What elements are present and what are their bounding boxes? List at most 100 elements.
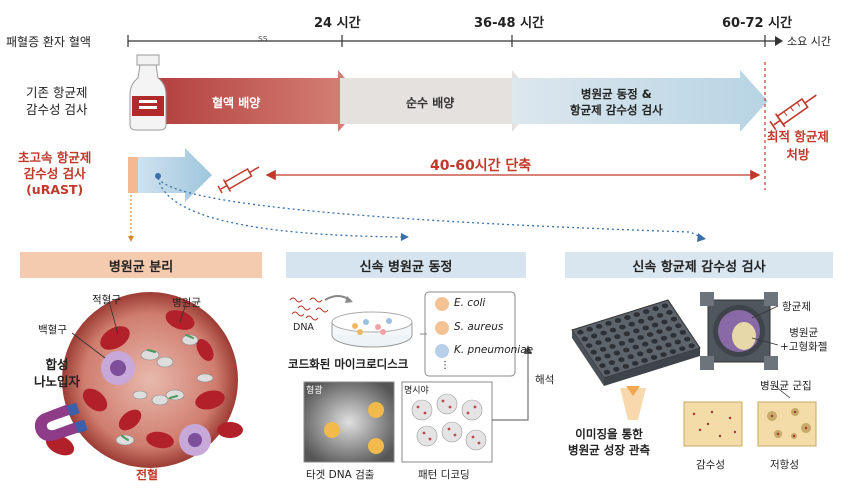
well [599, 363, 606, 368]
well [594, 356, 602, 362]
result-line2: 처방 [786, 147, 810, 162]
result-line1: 최적 항균제 [767, 129, 829, 144]
well [641, 358, 648, 363]
conventional-label-line1: 기존 항균제 [26, 85, 88, 100]
optimal-antibiotic-label: 최적 항균제 처방 [767, 128, 829, 164]
species-saureus: S. aureus [454, 321, 504, 333]
well [595, 324, 603, 329]
timeline-tick-36-48h: 36-48 시간 [474, 16, 545, 31]
well [604, 337, 612, 343]
pathogen-gel-line1: 병원균 [789, 327, 819, 339]
well [660, 335, 668, 341]
well [642, 341, 649, 347]
step-blood-culture: 혈액 배양 [212, 96, 261, 110]
urast-label-line1: 초고속 항균제 [18, 150, 92, 165]
well [661, 303, 669, 309]
well [675, 323, 682, 329]
well [618, 357, 625, 363]
step-identification-ast: 병원균 동정 & 항균제 감수성 검사 [570, 86, 663, 118]
syringe-icon-urast [217, 166, 260, 194]
well [633, 312, 640, 317]
well [624, 315, 631, 320]
pathogen-label: 병원균 [172, 297, 201, 309]
resistant-label: 저항성 [770, 459, 799, 471]
well [613, 350, 621, 356]
well [679, 346, 686, 352]
isolation-leader-lines [71, 304, 186, 359]
well [590, 349, 597, 355]
ast-panel-title: 신속 항균제 감수성 검사 [565, 252, 833, 278]
well [684, 336, 691, 342]
ast-leader-lines [751, 305, 791, 399]
well [656, 329, 663, 334]
well [586, 343, 593, 348]
analysis-arrow [492, 348, 529, 421]
well [647, 315, 654, 321]
well [628, 338, 635, 343]
well [628, 321, 635, 327]
timeline-start-label: 패혈증 환자 혈액 [6, 35, 91, 49]
well [619, 324, 626, 330]
nano-line2: 나노입자 [34, 374, 81, 389]
well [651, 322, 659, 328]
well [618, 341, 626, 346]
pathogen-gel-label: 병원균 +고형화젤 [780, 326, 827, 354]
well [666, 310, 673, 315]
brightfield-disks [411, 393, 487, 451]
well [632, 344, 639, 350]
well [637, 335, 644, 340]
species-disk-icons [435, 297, 449, 358]
species-kpneumoniae: K. pneumoniae [454, 344, 534, 356]
well [652, 306, 659, 312]
wbc-label: 백혈구 [38, 324, 67, 336]
step-pure-culture: 순수 배양 [406, 96, 455, 110]
well [642, 325, 649, 331]
susceptible-label: 감수성 [696, 459, 725, 471]
urast-label-line2: 감수성 검사 [23, 166, 86, 181]
well-plate-wells [577, 303, 695, 375]
well [655, 345, 663, 351]
species-ellipsis: ⋮ [440, 360, 450, 371]
well [650, 355, 658, 360]
well [679, 330, 686, 335]
well [651, 338, 658, 344]
well [609, 344, 616, 349]
well [609, 327, 617, 333]
well [614, 334, 621, 340]
well [669, 349, 677, 354]
urast-label: 초고속 항균제 감수성 검사 (uRAST) [18, 150, 91, 198]
timeline-tick-60-72h: 60-72 시간 [722, 16, 793, 31]
well [614, 318, 622, 323]
well [670, 333, 677, 338]
identification-panel-title: 신속 병원균 동정 [286, 252, 526, 278]
colony-label: 병원균 군집 [760, 380, 812, 392]
brightfield-dots [416, 399, 481, 445]
magnet-icon [34, 402, 88, 441]
blood-bottle-icon [129, 54, 167, 131]
urast-label-line3: (uRAST) [26, 182, 84, 197]
well [603, 369, 611, 375]
well [622, 364, 629, 369]
imaging-line2: 병원균 성장 관측 [568, 443, 651, 457]
dna-strands-icon [289, 297, 329, 321]
imaging-line1: 이미징을 통한 [575, 427, 643, 441]
blood-sample-illustration [45, 292, 243, 468]
fluorescence-signals [324, 402, 384, 454]
microdisk-label: 코드화된 마이크로디스크 [288, 357, 409, 371]
conventional-workflow-arrows [138, 70, 768, 132]
well [627, 354, 634, 360]
well [665, 342, 672, 348]
well [577, 329, 584, 335]
timeline-axis [127, 35, 783, 47]
well [637, 351, 644, 357]
pathogen-gel-line2: +고형화젤 [780, 341, 828, 353]
well [638, 318, 645, 324]
pattern-decode-label: 패턴 디코딩 [418, 469, 470, 481]
whole-blood-label: 전혈 [136, 468, 159, 482]
step3-line1: 병원균 동정 & [580, 87, 652, 101]
nanoparticle-label: 합성 나노입자 [34, 356, 80, 390]
nano-line1: 합성 [45, 357, 69, 372]
urast-workflow-arrow [128, 148, 212, 202]
well [581, 336, 588, 342]
